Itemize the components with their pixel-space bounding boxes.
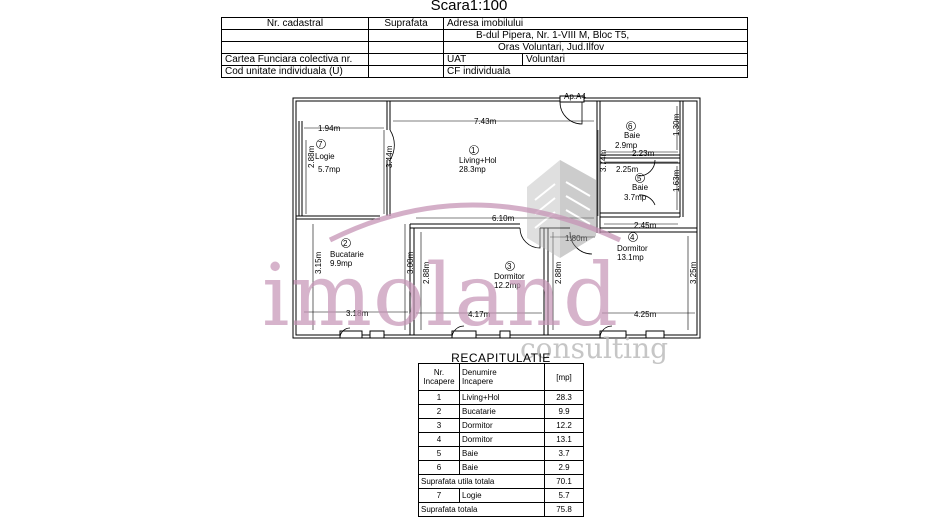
apartment-label: Ap.A4 xyxy=(564,92,586,101)
room-name: Baie xyxy=(624,131,641,140)
row-nr: 4 xyxy=(418,432,460,447)
row-name: Living+Hol xyxy=(459,390,545,405)
dimension-label: 1.80m xyxy=(565,234,588,243)
row-name: Logie xyxy=(459,488,545,503)
row-area: 5.7 xyxy=(544,488,584,503)
col-area-header: [mp] xyxy=(544,363,584,391)
room-area: 28.3mp xyxy=(459,165,486,174)
dimension-label: 2.88m xyxy=(554,261,563,284)
col-nr-line2: Incapere xyxy=(423,377,455,386)
room-number: 6 xyxy=(628,122,633,131)
recap-title: RECAPITULATIE xyxy=(451,351,551,365)
col-name-line1: Denumire xyxy=(462,368,497,377)
row-area: 3.7 xyxy=(544,446,584,461)
room-bucatarie: 2 Bucatarie 9.9mp xyxy=(330,238,364,268)
room-name: Bucatarie xyxy=(330,250,364,259)
room-living: 1 Living+Hol 28.3mp xyxy=(459,145,497,174)
row-nr: 6 xyxy=(418,460,460,475)
row-area: 28.3 xyxy=(544,390,584,405)
room-number: 1 xyxy=(471,146,476,155)
row-area: 13.1 xyxy=(544,432,584,447)
room-area: 13.1mp xyxy=(617,253,644,262)
dimension-label: 6.10m xyxy=(492,214,515,223)
dimension-label: 1.63m xyxy=(672,169,681,192)
room-dormitor-3: 3 Dormitor 12.2mp xyxy=(494,261,525,290)
room-dormitor-4: 4 Dormitor 13.1mp xyxy=(617,232,648,262)
col-nr-line1: Nr. xyxy=(433,368,445,377)
row-nr: 3 xyxy=(418,418,460,433)
dimension-label: 2.23m xyxy=(632,149,655,158)
room-number: 4 xyxy=(630,233,635,242)
total-label: Suprafata totala xyxy=(418,502,545,517)
row-area: 9.9 xyxy=(544,404,584,419)
row-name: Bucatarie xyxy=(459,404,545,419)
room-number: 3 xyxy=(507,262,512,271)
building-logo-icon xyxy=(527,160,596,258)
room-baie-5: 5 Baie 3.7mp xyxy=(624,173,649,202)
room-number: 5 xyxy=(637,174,642,183)
cf-individuala-label: CF individuala xyxy=(443,65,748,78)
room-name: Living+Hol xyxy=(459,156,497,165)
dimension-label: 2.45m xyxy=(634,221,657,230)
dimension-label: 2.88m xyxy=(307,145,316,168)
dimension-label: 3.44m xyxy=(385,145,394,168)
dimension-label: 2.88m xyxy=(422,261,431,284)
row-name: Baie xyxy=(459,446,545,461)
room-area: 3.7mp xyxy=(624,193,647,202)
room-area: 5.7mp xyxy=(318,165,341,174)
dimension-label: 4.25m xyxy=(634,310,657,319)
dimension-label: 3.18m xyxy=(346,309,369,318)
row-nr: 7 xyxy=(418,488,460,503)
room-name: Logie xyxy=(315,152,335,161)
cadastral-header-table: Nr. cadastral Suprafata Adresa imobilulu… xyxy=(221,17,748,78)
row-name: Baie xyxy=(459,460,545,475)
dimension-label: 3.25m xyxy=(689,261,698,284)
row-nr: 5 xyxy=(418,446,460,461)
useful-total-value: 70.1 xyxy=(544,474,584,489)
total-value: 75.8 xyxy=(544,502,584,517)
room-name: Dormitor xyxy=(494,272,525,281)
row-nr: 2 xyxy=(418,404,460,419)
room-name: Baie xyxy=(632,183,649,192)
row-name: Dormitor xyxy=(459,432,545,447)
scale-title: Scara1:100 xyxy=(430,0,508,14)
col-name-line2: Incapere xyxy=(462,377,494,386)
dimension-label: 3.00m xyxy=(406,251,415,274)
row-nr: 1 xyxy=(418,390,460,405)
dimension-label: 3.15m xyxy=(314,251,323,274)
room-name: Dormitor xyxy=(617,244,648,253)
dimension-label: 1.94m xyxy=(318,124,341,133)
dimension-label: 1.30m xyxy=(672,113,681,136)
row-name: Dormitor xyxy=(459,418,545,433)
dimension-label: 7.43m xyxy=(474,117,497,126)
row-area: 12.2 xyxy=(544,418,584,433)
room-area: 12.2mp xyxy=(494,281,521,290)
dimension-label: 4.17m xyxy=(468,310,491,319)
room-number: 7 xyxy=(318,140,323,149)
room-baie-6: 6 Baie 2.9mp xyxy=(615,121,641,150)
dimension-label: 2.25m xyxy=(616,165,639,174)
room-area: 9.9mp xyxy=(330,259,353,268)
room-number: 2 xyxy=(343,239,348,248)
room-area: 2.9mp xyxy=(615,141,638,150)
room-logie: 7 Logie 5.7mp xyxy=(315,139,341,174)
dimension-label: 3.74m xyxy=(599,149,608,172)
cod-unitate-label: Cod unitate individuala (U) xyxy=(221,65,369,78)
useful-total-label: Suprafata utila totala xyxy=(418,474,545,489)
row-area: 2.9 xyxy=(544,460,584,475)
